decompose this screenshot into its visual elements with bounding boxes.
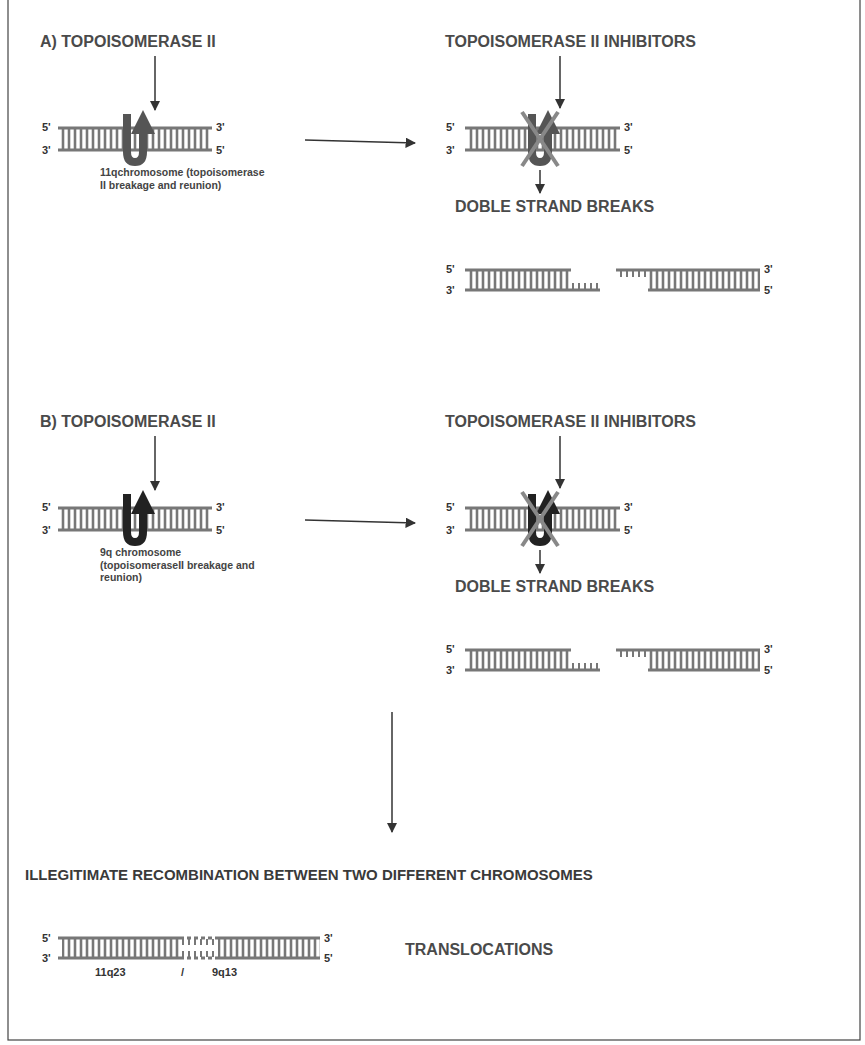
heading-text: DOBLE STRAND BREAKS <box>455 577 654 596</box>
heading-text: DOBLE STRAND BREAKS <box>455 197 654 216</box>
strand-end-label: 3' <box>216 500 225 514</box>
section-a <box>58 56 760 290</box>
arrow <box>391 712 393 832</box>
strand-end-label: 3' <box>42 143 51 157</box>
section-b <box>58 436 760 670</box>
strand-end-label: 5' <box>764 663 773 677</box>
strand-end-label: 5' <box>324 951 333 965</box>
heading-text: A) TOPOISOMERASE II <box>40 32 216 51</box>
heading-text: TRANSLOCATIONS <box>405 940 553 959</box>
locus-label: 9q13 <box>212 966 237 979</box>
strand-end-label: 3' <box>624 120 633 134</box>
strand-end-label: 3' <box>446 143 455 157</box>
strand-end-label: 5' <box>624 143 633 157</box>
strand-end-label: 5' <box>216 143 225 157</box>
strand-end-label: 3' <box>42 523 51 537</box>
strand-end-label: 3' <box>324 931 333 945</box>
strand-end-label: 5' <box>446 642 455 656</box>
heading-text: TOPOISOMERASE II INHIBITORS <box>445 412 696 431</box>
heading-text: TOPOISOMERASE II INHIBITORS <box>445 32 696 51</box>
strand-end-label: 3' <box>446 663 455 677</box>
strand-end-label: 3' <box>764 642 773 656</box>
heading-text: B) TOPOISOMERASE II <box>40 412 216 431</box>
strand-end-label: 3' <box>216 120 225 134</box>
strand-end-label: 5' <box>446 120 455 134</box>
translocation-dna <box>58 938 320 958</box>
locus-label: / <box>181 966 184 979</box>
locus-label: 11q23 <box>95 966 126 979</box>
strand-end-label: 5' <box>446 262 455 276</box>
strand-end-label: 5' <box>446 500 455 514</box>
strand-end-label: 5' <box>216 523 225 537</box>
strand-end-label: 3' <box>42 951 51 965</box>
strand-end-label: 3' <box>624 500 633 514</box>
strand-end-label: 5' <box>42 500 51 514</box>
strand-end-label: 5' <box>624 523 633 537</box>
strand-end-label: 3' <box>446 283 455 297</box>
heading-text: ILLEGITIMATE RECOMBINATION BETWEEN TWO D… <box>25 866 593 884</box>
strand-end-label: 5' <box>764 283 773 297</box>
strand-end-label: 3' <box>446 523 455 537</box>
strand-end-label: 5' <box>42 931 51 945</box>
strand-end-label: 5' <box>42 120 51 134</box>
frame <box>8 0 860 1040</box>
chromosome-caption: 11qchromosome (topoisomerase II breakage… <box>100 166 265 191</box>
chromosome-caption: 9q chromosome (topoisomeraseII breakage … <box>100 546 265 584</box>
strand-end-label: 3' <box>764 262 773 276</box>
